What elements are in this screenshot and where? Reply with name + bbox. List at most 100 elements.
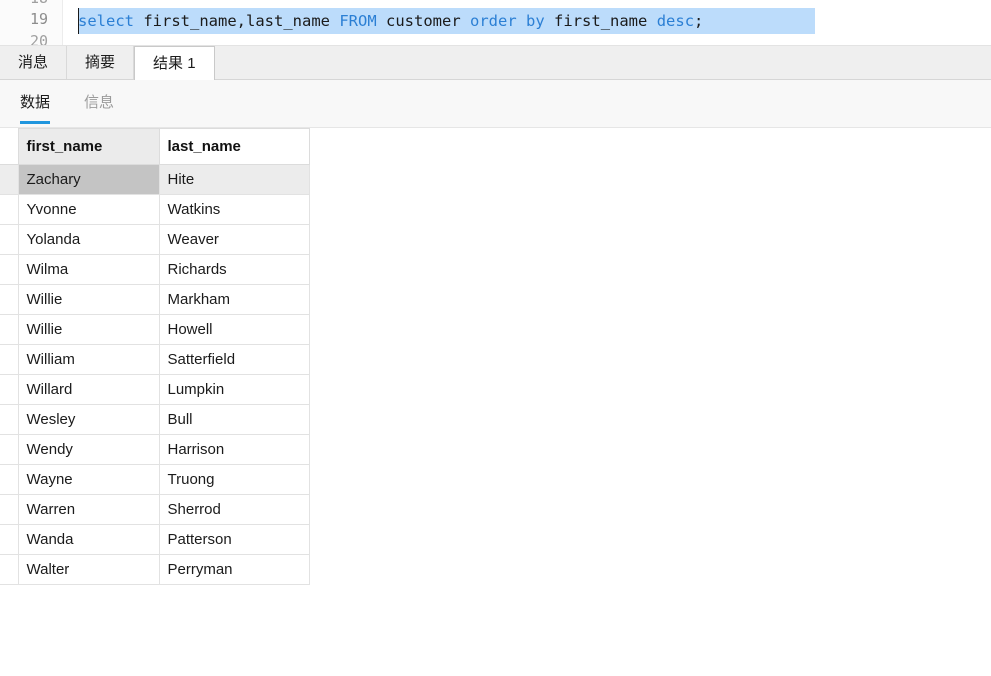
grid-header-row: first_name last_name xyxy=(0,128,310,165)
editor-line-number-gutter xyxy=(0,0,63,45)
cell-first-name[interactable]: Walter xyxy=(17,554,160,585)
cell-first-name[interactable]: Willard xyxy=(17,374,160,405)
sql-token-7 xyxy=(461,12,470,30)
line-number-18: 18 xyxy=(0,0,48,9)
cell-first-name[interactable]: Wesley xyxy=(17,404,160,435)
cell-last-name[interactable]: Watkins xyxy=(158,194,310,225)
cell-last-name[interactable]: Richards xyxy=(158,254,310,285)
sql-token-10: by xyxy=(526,12,545,30)
cell-last-name[interactable]: Satterfield xyxy=(158,344,310,375)
cell-last-name[interactable]: Howell xyxy=(158,314,310,345)
cell-last-name[interactable]: Harrison xyxy=(158,434,310,465)
sql-token-5 xyxy=(377,12,386,30)
row-selector-cell[interactable] xyxy=(0,464,19,495)
sql-token-3 xyxy=(330,12,339,30)
cell-first-name[interactable]: Wilma xyxy=(17,254,160,285)
cell-last-name[interactable]: Sherrod xyxy=(158,494,310,525)
row-selector-cell[interactable] xyxy=(0,164,19,195)
row-selector-cell[interactable] xyxy=(0,494,19,525)
sub-tab-info-label: 信息 xyxy=(84,94,115,111)
row-selector-cell[interactable] xyxy=(0,284,19,315)
tab-result-1-label: 结果 1 xyxy=(153,55,196,72)
sql-statement-line[interactable]: select first_name,last_name FROM custome… xyxy=(78,9,703,33)
cell-last-name[interactable]: Hite xyxy=(158,164,310,195)
column-header-first-name[interactable]: first_name xyxy=(17,128,160,165)
sql-token-4: FROM xyxy=(339,12,377,30)
cell-first-name[interactable]: William xyxy=(17,344,160,375)
cell-first-name[interactable]: Yolanda xyxy=(17,224,160,255)
sub-tab-data-label: 数据 xyxy=(20,94,51,111)
tab-messages-label: 消息 xyxy=(18,54,49,71)
sql-token-14: desc xyxy=(656,12,695,30)
line-number-19: 19 xyxy=(29,10,48,28)
cell-last-name[interactable]: Perryman xyxy=(158,554,310,585)
result-tab-bar: 消息 摘要 结果 1 xyxy=(0,46,991,80)
row-selector-cell[interactable] xyxy=(0,344,19,375)
sql-token-1 xyxy=(134,12,143,30)
row-selector-cell[interactable] xyxy=(0,404,19,435)
row-selector-cell[interactable] xyxy=(0,224,19,255)
tab-result-1[interactable]: 结果 1 xyxy=(134,46,215,80)
column-header-last-name[interactable]: last_name xyxy=(158,128,310,165)
cell-last-name[interactable]: Bull xyxy=(158,404,310,435)
cell-first-name[interactable]: Warren xyxy=(17,494,160,525)
cell-last-name[interactable]: Markham xyxy=(158,284,310,315)
row-selector-cell[interactable] xyxy=(0,554,19,585)
row-selector-cell[interactable] xyxy=(0,194,19,225)
sql-token-9 xyxy=(517,12,526,30)
grid-header: first_name last_name xyxy=(0,128,310,165)
row-selector-cell[interactable] xyxy=(0,374,19,405)
sql-editor[interactable]: 18 19 20 select first_name,last_name FRO… xyxy=(0,0,991,46)
sub-tab-info[interactable]: 信息 xyxy=(84,91,114,116)
sql-token-2: first_name,last_name xyxy=(143,12,330,30)
sql-token-6: customer xyxy=(386,12,461,30)
cell-first-name[interactable]: Yvonne xyxy=(17,194,160,225)
sql-token-15: ; xyxy=(694,12,704,30)
tab-messages[interactable]: 消息 xyxy=(0,46,68,79)
sql-token-13 xyxy=(647,12,656,30)
cell-last-name[interactable]: Lumpkin xyxy=(158,374,310,405)
cell-first-name[interactable]: Wanda xyxy=(17,524,160,555)
line-number-20: 20 xyxy=(29,32,48,46)
cell-last-name[interactable]: Truong xyxy=(158,464,310,495)
sql-token-8: order xyxy=(470,12,517,30)
cell-first-name[interactable]: Wayne xyxy=(17,464,160,495)
row-selector-cell[interactable] xyxy=(0,434,19,465)
cell-first-name[interactable]: Willie xyxy=(17,314,160,345)
sql-selection-highlight xyxy=(78,8,815,34)
grid-corner-cell xyxy=(0,128,19,165)
row-selector-cell[interactable] xyxy=(0,524,19,555)
tab-summary[interactable]: 摘要 xyxy=(67,46,135,79)
sub-tab-data[interactable]: 数据 xyxy=(20,91,51,124)
cell-first-name[interactable]: Wendy xyxy=(17,434,160,465)
cell-first-name[interactable]: Willie xyxy=(17,284,160,315)
sql-token-11 xyxy=(545,12,554,30)
cell-last-name[interactable]: Patterson xyxy=(158,524,310,555)
text-caret xyxy=(78,8,79,34)
sql-token-12: first_name xyxy=(554,12,648,30)
tab-summary-label: 摘要 xyxy=(85,54,116,71)
sql-token-0: select xyxy=(78,12,134,30)
row-selector-cell[interactable] xyxy=(0,314,19,345)
result-sub-tab-bar: 数据 信息 xyxy=(0,80,991,128)
row-selector-cell[interactable] xyxy=(0,254,19,285)
cell-first-name[interactable]: Zachary xyxy=(17,164,160,195)
cell-last-name[interactable]: Weaver xyxy=(158,224,310,255)
